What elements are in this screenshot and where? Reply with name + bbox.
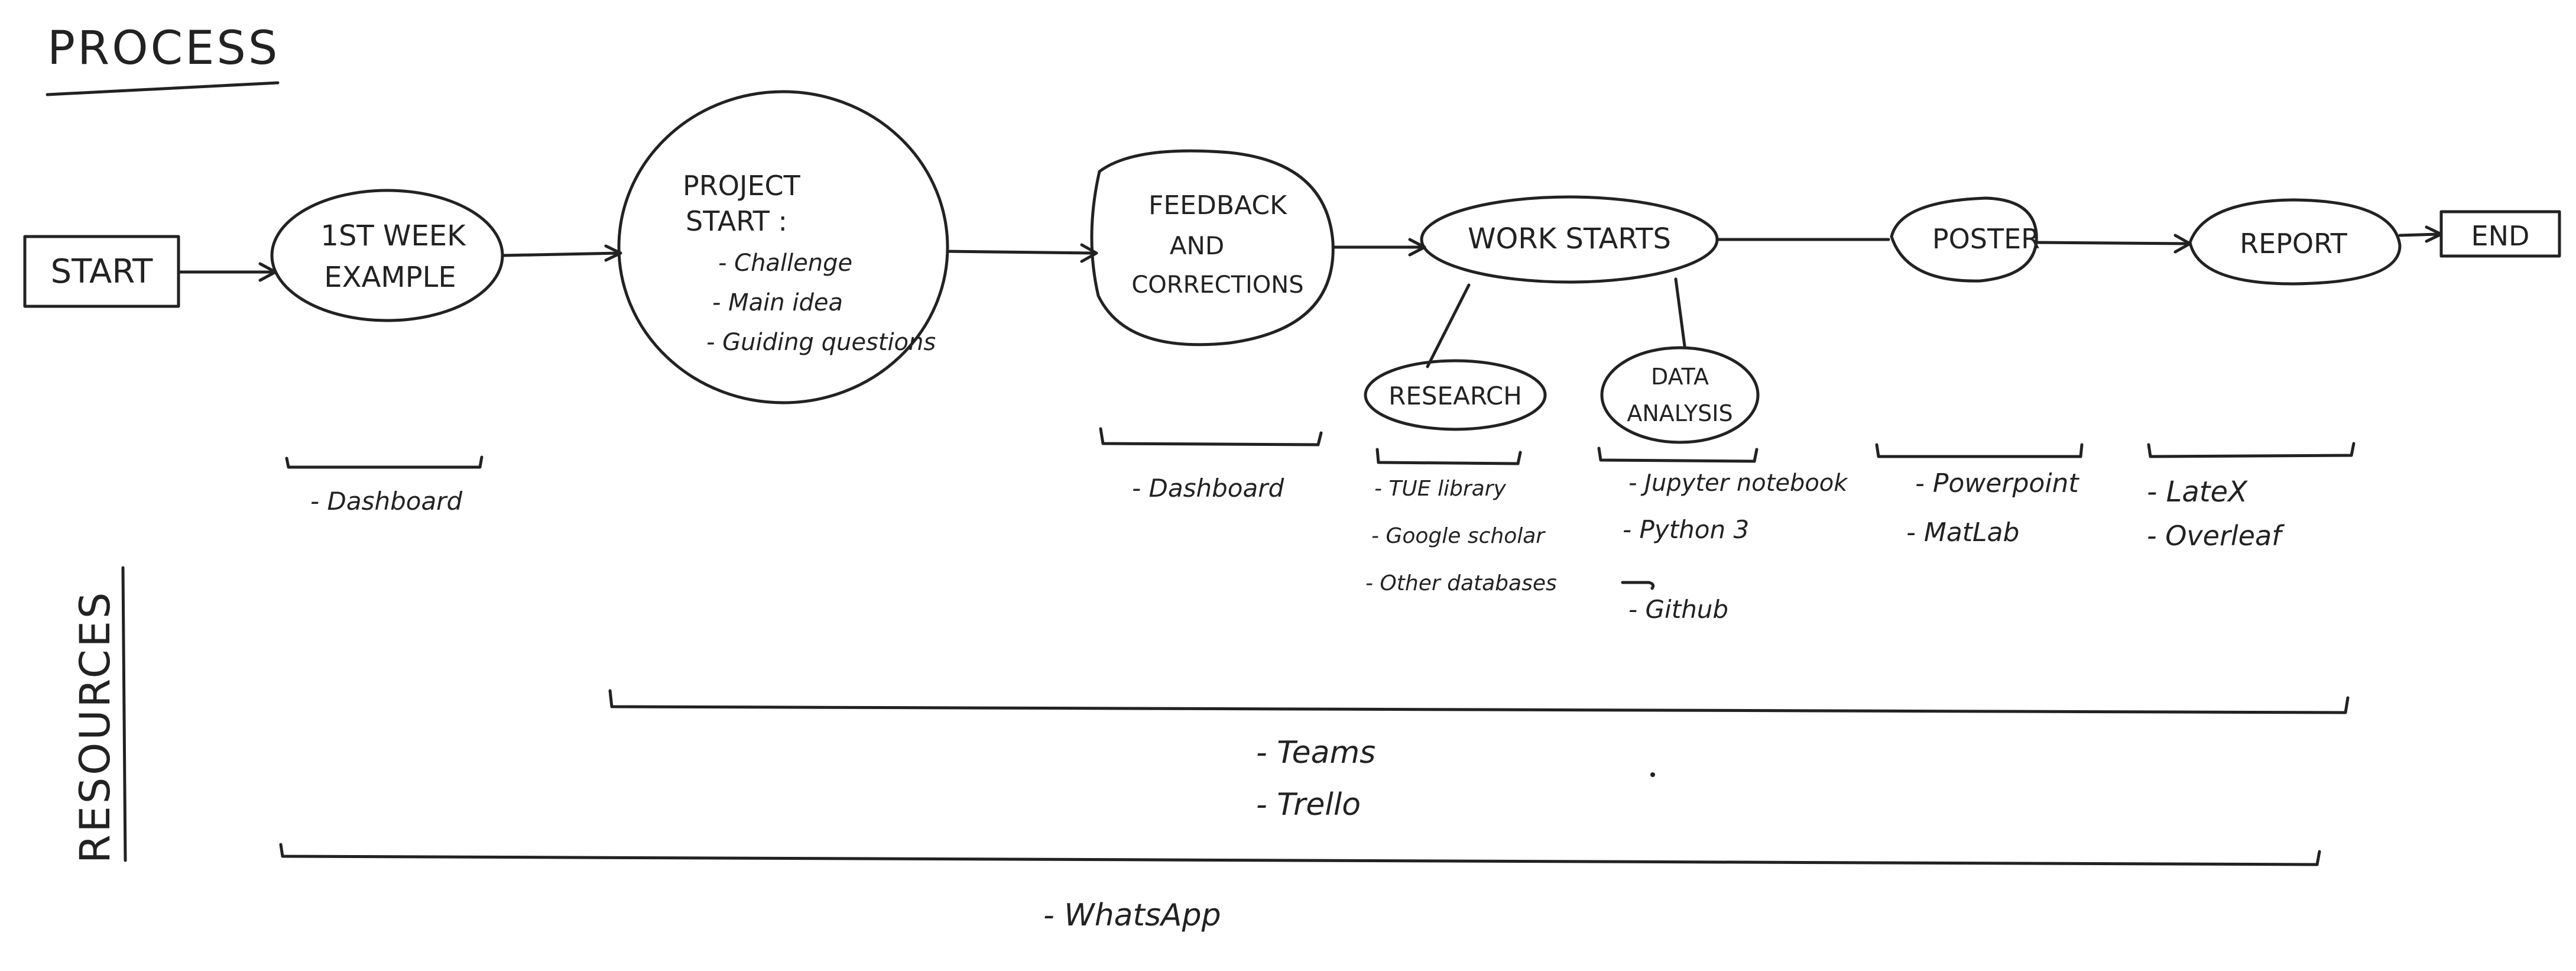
resource-item: - LateX: [2147, 475, 2248, 509]
data-analysis-line-2: ANALYSIS: [1627, 400, 1733, 426]
project-start-node: [617, 90, 949, 404]
end-label: END: [2471, 220, 2530, 252]
bracket-whole-span: [279, 843, 2321, 866]
resource-item: - WhatsApp: [1043, 898, 1221, 933]
stage-brackets: [279, 427, 2356, 866]
resources-heading-group: RESOURCES: [71, 590, 119, 863]
bracket-project-span: [608, 689, 2350, 714]
resource-item: - Overleaf: [2147, 520, 2285, 552]
github-mark: [1621, 581, 1655, 590]
project-start-title-2: START :: [686, 205, 787, 237]
resources-heading: RESOURCES: [71, 590, 119, 863]
resource-item: - Dashboard: [1132, 474, 1284, 503]
arrow-week-project: [501, 244, 622, 262]
resources-divider: [121, 566, 127, 862]
resource-item: - Github: [1628, 595, 1728, 624]
bracket-poster: [1875, 443, 2084, 458]
data-analysis-line-1: DATA: [1651, 364, 1709, 390]
resource-item: - MatLab: [1906, 517, 2019, 548]
project-start-title-1: PROJECT: [683, 170, 801, 202]
flow-arrows: [177, 225, 2443, 282]
arrow-feedback-work: [1333, 238, 1426, 257]
resource-item: - Teams: [1256, 735, 1375, 771]
stray-dot: [1650, 772, 1655, 777]
project-start-item: - Challenge: [718, 250, 852, 277]
start-label: START: [51, 253, 154, 291]
process-heading-underline: [46, 81, 280, 96]
feedback-node: [1090, 149, 1335, 347]
first-week-line-2: EXAMPLE: [324, 261, 456, 294]
arrow-poster-report: [2035, 234, 2192, 254]
bracket-first-week: [285, 455, 484, 469]
feedback-line-2: AND: [1170, 231, 1225, 260]
resource-item: - Trello: [1256, 787, 1361, 823]
link-work-research: [1426, 283, 1471, 368]
feedback-line-1: FEEDBACK: [1149, 190, 1287, 221]
arrow-start-week: [177, 262, 277, 282]
feedback-line-3: CORRECTIONS: [1131, 271, 1303, 299]
report-label: REPORT: [2240, 228, 2348, 260]
bracket-feedback: [1099, 427, 1323, 446]
poster-node: [1890, 196, 2038, 283]
resource-item: - Jupyter notebook: [1628, 470, 1848, 497]
resource-item: - TUE library: [1374, 477, 1506, 501]
research-label: RESEARCH: [1388, 381, 1522, 410]
project-start-item: - Guiding questions: [706, 329, 936, 356]
report-node: [2188, 198, 2402, 286]
first-week-node: [270, 189, 504, 322]
work-starts-label: WORK STARTS: [1468, 222, 1671, 255]
resource-item: - Python 3: [1623, 515, 1749, 544]
first-week-line-1: 1ST WEEK: [320, 219, 466, 253]
arrow-report-end: [2398, 225, 2443, 243]
link-work-data: [1674, 277, 1686, 348]
resource-item: - Powerpoint: [1915, 468, 2079, 499]
resource-item: - Dashboard: [310, 487, 462, 516]
bracket-research: [1375, 448, 1522, 465]
arrow-project-feedback: [946, 243, 1098, 263]
resource-item: - Other databases: [1365, 571, 1557, 595]
data-analysis-node: [1600, 346, 1760, 444]
resource-item: - Google scholar: [1371, 524, 1546, 548]
research-node: [1364, 359, 1547, 431]
bracket-data-analysis: [1597, 446, 1759, 463]
bracket-report: [2147, 442, 2356, 458]
project-start-item: - Main idea: [712, 289, 843, 316]
process-heading: PROCESS: [47, 22, 280, 75]
poster-label: POSTER: [1932, 223, 2040, 255]
